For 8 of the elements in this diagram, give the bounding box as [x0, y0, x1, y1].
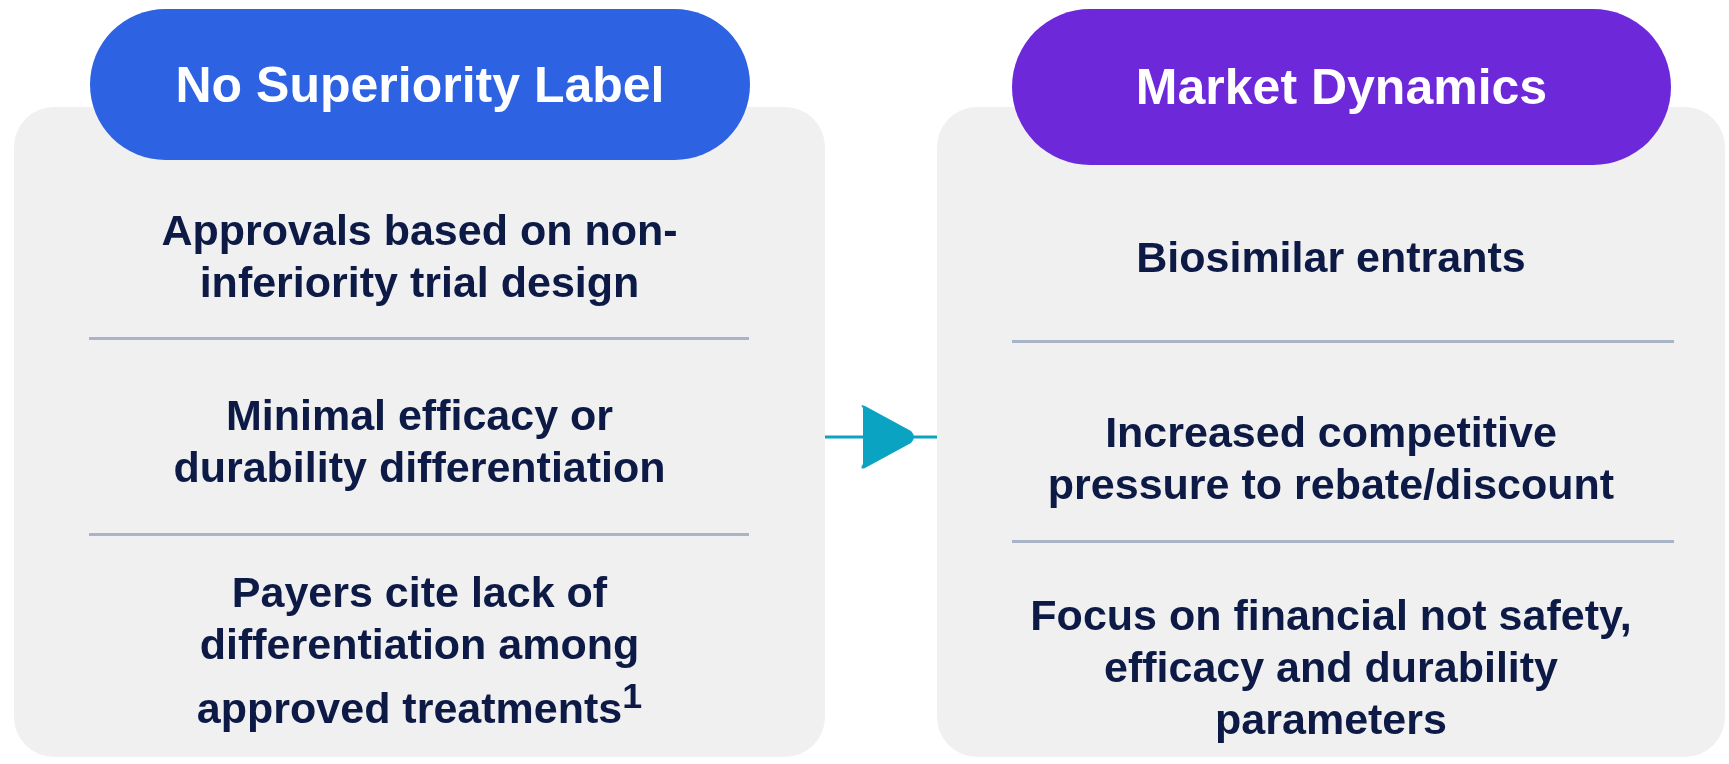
statement-text: Minimal efficacy or durability differentiation — [172, 390, 667, 493]
statement-text: Biosimilar entrants — [1135, 232, 1527, 283]
statement-text: Focus on financial not safety, efficacy and durability parameters — [1029, 590, 1633, 745]
statement-text: Approvals based on non-inferiority trial design — [160, 205, 679, 308]
heading-banner: Market Dynamics — [1012, 9, 1671, 165]
heading-banner: No Superiority Label — [90, 9, 750, 160]
statement-text: Increased competitive pressure to rebate/discount — [1046, 407, 1616, 510]
statement-text: Payers cite lack of differentiation among approved treatments$^{1}$ — [195, 566, 644, 735]
